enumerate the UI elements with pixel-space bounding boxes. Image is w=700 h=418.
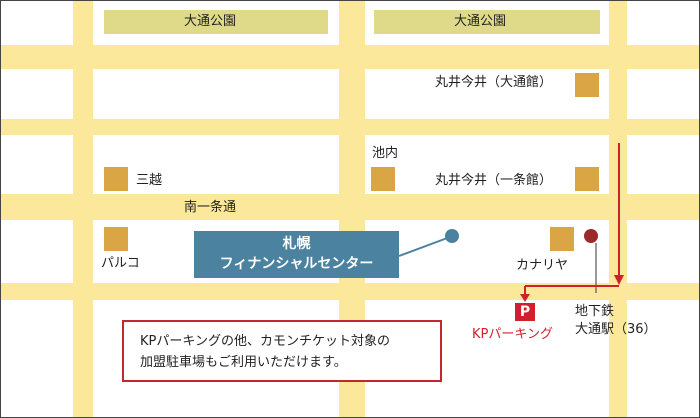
label-station-line1: 地下鉄 [575,304,615,319]
odori-park-west: 大通公園 [104,10,328,34]
odori-park-east: 大通公園 [374,10,600,34]
route-arrow-parking [520,294,530,302]
station-marker [584,229,598,243]
destination-callout: 札幌 フィナンシャルセンター [194,231,399,278]
label-marui-odori: 丸井今井（大通館） [435,75,553,90]
building-canaria [550,227,574,251]
building-mitsukoshi [104,167,128,191]
label-kp-parking: KPパーキング [472,327,553,342]
label-ikeuchi: 池内 [372,146,399,161]
parking-note: KPパーキングの他、カモンチケット対象の 加盟駐車場もご利用いただけます。 [122,320,442,382]
parking-icon: P [515,303,535,321]
label-mitsukoshi: 三越 [136,173,163,188]
destination-name-line2: フィナンシャルセンター [219,256,374,272]
label-parco: パルコ [101,256,140,271]
note-line1: KPパーキングの他、カモンチケット対象の [140,334,390,349]
building-ikeuchi [371,167,395,191]
note-line2: 加盟駐車場もご利用いただけます。 [140,355,347,370]
road-v1 [73,1,93,417]
label-marui-ichijo: 丸井今井（一条館） [435,173,553,188]
label-station-line2: 大通駅（36） [575,322,657,337]
building-parco [104,227,128,251]
label-minami-ichijo: 南一条通 [184,200,237,215]
destination-marker [445,229,459,243]
destination-name-line1: 札幌 [282,236,311,252]
building-marui-ichijo [575,167,599,191]
callout-pointer [398,236,451,257]
route-arrow-down [614,275,624,285]
building-marui-odori [575,73,599,97]
park-label: 大通公園 [184,14,237,29]
label-canaria: カナリヤ [516,258,569,273]
park-label: 大通公園 [454,14,507,29]
